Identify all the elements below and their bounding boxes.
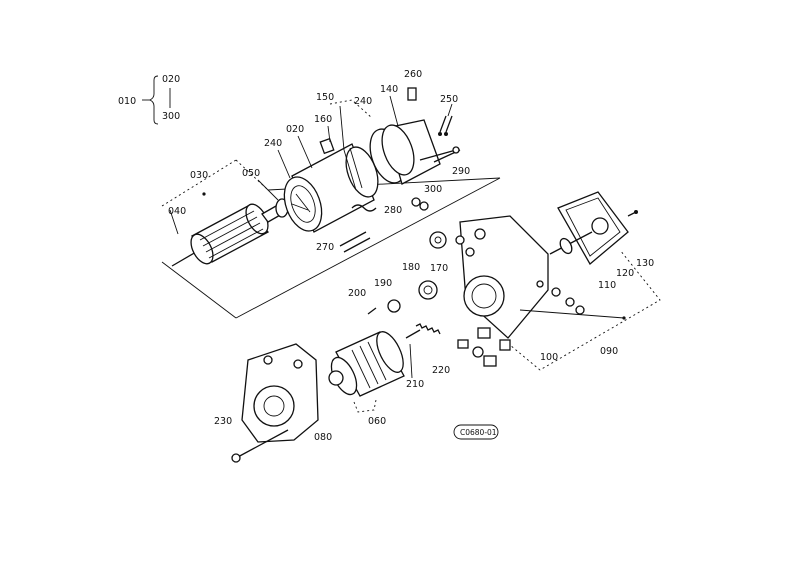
housing-group-outline [503, 249, 661, 371]
callout-020: 020 [286, 124, 304, 135]
callout-160: 160 [314, 114, 332, 125]
bearing-190 [387, 299, 401, 313]
callout-210: 210 [406, 379, 424, 390]
callout-140: 140 [380, 84, 398, 95]
shaft-210 [405, 329, 421, 339]
brush-spring-280 [351, 204, 377, 212]
callout-290: 290 [452, 166, 470, 177]
cover-plate-part [549, 191, 638, 265]
callout-150: 150 [316, 92, 334, 103]
callout-040: 040 [168, 206, 186, 217]
assembly-group-bracket [142, 75, 171, 125]
drawing-code-stamp: C0680-01 [453, 424, 499, 440]
callout-270: 270 [316, 242, 334, 253]
callout-300-group: 300 [162, 111, 180, 122]
brush-part-270 [339, 231, 371, 253]
callout-010: 010 [118, 96, 136, 107]
solenoid-small-parts [457, 280, 585, 367]
screw-260 [407, 87, 417, 101]
callout-170: 170 [430, 263, 448, 274]
callout-050: 050 [242, 168, 260, 179]
callout-220: 220 [432, 365, 450, 376]
yoke-housing-part [283, 137, 379, 233]
pinion-clutch-part [328, 331, 405, 397]
callout-200: 200 [348, 288, 366, 299]
spring-220 [415, 323, 441, 335]
callout-190: 190 [374, 278, 392, 289]
callout-280: 280 [384, 205, 402, 216]
callout-110: 110 [598, 280, 616, 291]
pinion-group-bracket [353, 399, 377, 413]
rear-end-frame-part [369, 119, 461, 185]
armature-part [171, 192, 293, 267]
callout-230: 230 [214, 416, 232, 427]
callout-020-group: 020 [162, 74, 180, 85]
callout-240a: 240 [264, 138, 282, 149]
callout-250: 250 [440, 94, 458, 105]
callout-030: 030 [190, 170, 208, 181]
pin-200 [367, 307, 377, 315]
callout-120: 120 [616, 268, 634, 279]
intermediate-housing-part [455, 215, 549, 339]
drive-end-frame-part [241, 343, 319, 443]
callout-130: 130 [636, 258, 654, 269]
callout-180: 180 [402, 262, 420, 273]
callout-300: 300 [424, 184, 442, 195]
callout-080: 080 [314, 432, 332, 443]
callout-260: 260 [404, 69, 422, 80]
nut-300 [411, 197, 429, 211]
drawing-code-text: C0680-01 [460, 428, 497, 437]
callout-090: 090 [600, 346, 618, 357]
callout-100: 100 [540, 352, 558, 363]
bolt-290 [419, 146, 460, 161]
gear-170 [429, 231, 447, 249]
callout-060: 060 [368, 416, 386, 427]
screws-250 [438, 115, 453, 136]
bolt-230 [231, 429, 289, 463]
gear-180 [418, 280, 438, 300]
callout-240b: 240 [354, 96, 372, 107]
